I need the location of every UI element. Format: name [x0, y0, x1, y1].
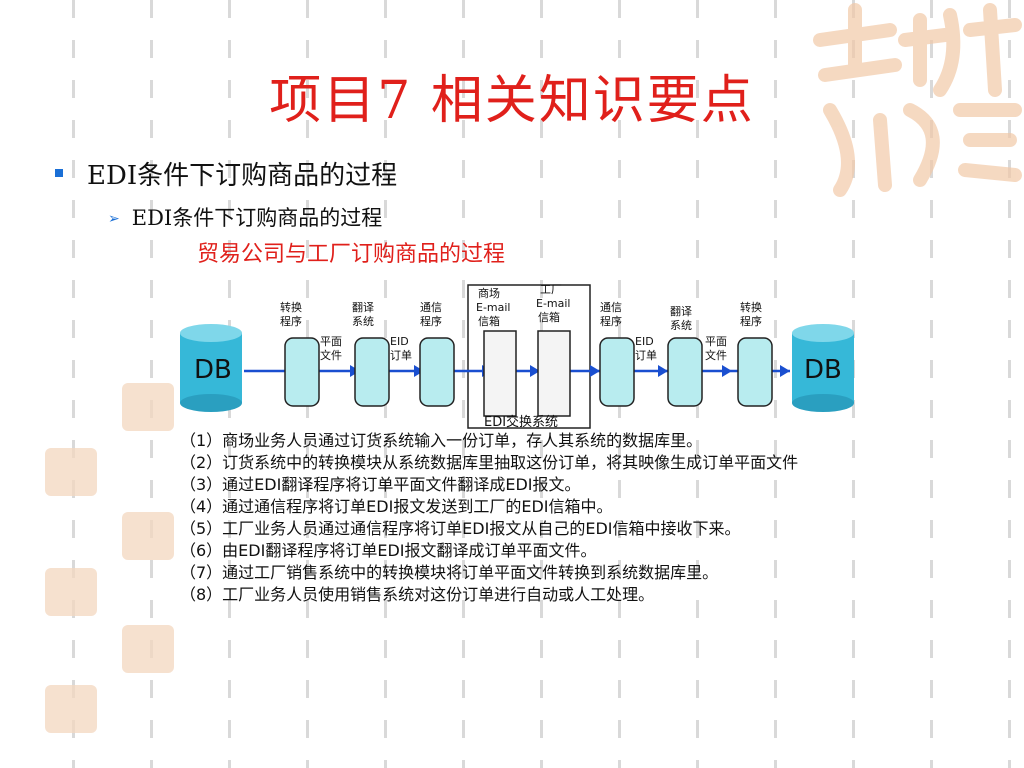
step-item: （5）工厂业务人员通过通信程序将订单EDI报文从自己的EDI信箱中接收下来。: [180, 519, 741, 538]
step-item: （7）通过工厂销售系统中的转换模块将订单平面文件转换到系统数据库里。: [180, 563, 719, 582]
label-eid-order-2: EID: [635, 335, 654, 348]
svg-text:E-mail: E-mail: [536, 297, 571, 310]
label-translate-1: 翻译: [352, 300, 374, 314]
db-left-label: DB: [194, 355, 232, 385]
seal-decoration: [45, 685, 97, 733]
seal-decoration: [122, 512, 174, 560]
step-item: （4）通过通信程序将订单EDI报文发送到工厂的EDI信箱中。: [180, 497, 613, 516]
label-translate-2: 翻译: [670, 304, 692, 318]
db-left-icon: DB: [180, 324, 242, 412]
svg-text:程序: 程序: [420, 314, 442, 328]
large-seal-watermark: [813, 3, 1022, 197]
svg-text:文件: 文件: [320, 348, 342, 362]
seal-decoration: [122, 383, 174, 431]
bullet-level-2: ➢ EDI条件下订购商品的过程: [108, 202, 382, 232]
label-eid-order-1: EID: [390, 335, 409, 348]
svg-text:程序: 程序: [280, 314, 302, 328]
db-right-icon: DB: [792, 324, 854, 412]
svg-text:E-mail: E-mail: [476, 301, 511, 314]
square-bullet-icon: [55, 169, 63, 177]
slide-title: 项目7 相关知识要点: [269, 71, 755, 131]
bullet-level-1: EDI条件下订购商品的过程: [55, 155, 397, 192]
db-right-label: DB: [804, 355, 842, 385]
svg-text:程序: 程序: [740, 314, 762, 328]
svg-text:程序: 程序: [600, 314, 622, 328]
label-flat-file-1: 平面: [320, 335, 342, 348]
arrow-bullet-icon: ➢: [108, 211, 120, 227]
label-factory-mailbox: 工厂: [540, 283, 562, 296]
step-item: （8）工厂业务人员使用销售系统对这份订单进行自动或人工处理。: [180, 585, 655, 604]
step-item: （1）商场业务人员通过订货系统输入一份订单，存人其系统的数据库里。: [180, 431, 703, 450]
svg-text:订单: 订单: [390, 349, 412, 362]
svg-text:信箱: 信箱: [538, 310, 560, 324]
label-mall-mailbox: 商场: [478, 286, 500, 300]
bullet-level-2-text: EDI条件下订购商品的过程: [131, 206, 383, 230]
steps-list: （1）商场业务人员通过订货系统输入一份订单，存人其系统的数据库里。 （2）订货系…: [180, 430, 860, 606]
diagram-subtitle: 贸易公司与工厂订购商品的过程: [197, 242, 506, 267]
step-item: （6）由EDI翻译程序将订单EDI报文翻译成订单平面文件。: [180, 541, 597, 560]
seal-decoration: [45, 448, 97, 496]
seal-decoration: [45, 568, 97, 616]
bullet-level-1-text: EDI条件下订购商品的过程: [87, 161, 398, 191]
step-item: （3）通过EDI翻译程序将订单平面文件翻译成EDI报文。: [180, 475, 581, 494]
label-convert-1: 转换: [280, 300, 302, 314]
label-convert-2: 转换: [740, 300, 762, 314]
svg-text:系统: 系统: [352, 315, 374, 328]
svg-text:订单: 订单: [635, 349, 657, 362]
svg-text:系统: 系统: [670, 319, 692, 332]
label-comm-1: 通信: [420, 301, 442, 314]
edi-exchange-box: [467, 284, 591, 429]
label-comm-2: 通信: [600, 301, 622, 314]
svg-text:信箱: 信箱: [478, 314, 500, 328]
step-item: （2）订货系统中的转换模块从系统数据库里抽取这份订单，将其映像生成订单平面文件: [180, 453, 799, 472]
svg-text:文件: 文件: [705, 348, 727, 362]
seal-decoration: [122, 625, 174, 673]
exchange-label: EDI交换系统: [484, 414, 558, 430]
label-flat-file-2: 平面: [705, 335, 727, 348]
